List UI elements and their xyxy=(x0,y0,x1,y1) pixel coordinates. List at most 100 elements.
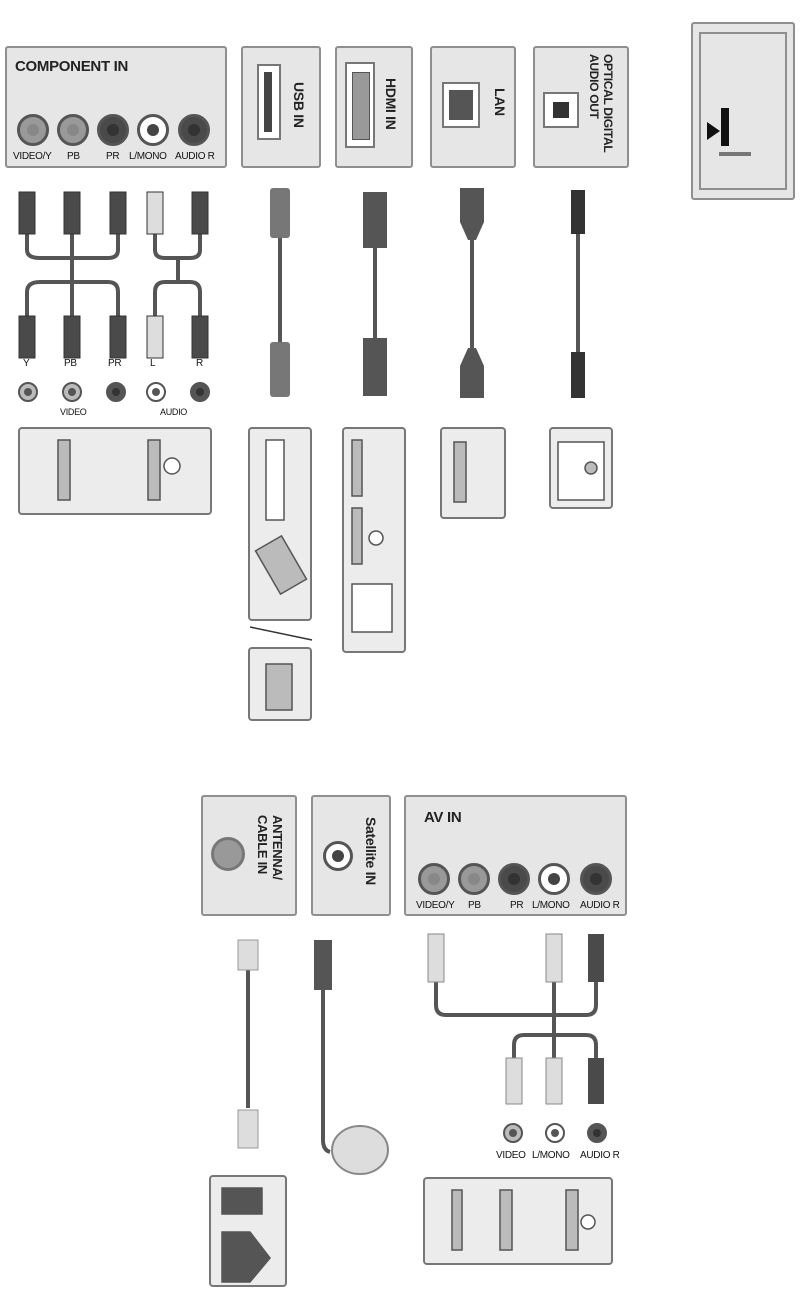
hdmi-pc-icon xyxy=(351,583,393,633)
av-pb-jack xyxy=(458,863,490,895)
component-dvd-icon xyxy=(57,439,71,501)
av-device-jack-l-mono xyxy=(545,1123,565,1143)
component-plug-label-pr: PR xyxy=(108,358,122,369)
usb-card-icon xyxy=(254,534,308,596)
component-plug-top-r xyxy=(191,191,209,235)
av-plug-bottom-l xyxy=(545,1057,563,1105)
antenna-plug-bottom xyxy=(237,1109,259,1149)
av-device-jack-video xyxy=(503,1123,523,1143)
component-audio-group-label: AUDIO xyxy=(160,407,188,417)
usb-plug-top xyxy=(270,188,290,238)
usb-plug-bottom xyxy=(270,342,290,397)
av-plug-bottom-video xyxy=(505,1057,523,1105)
hdmi-plug-bottom xyxy=(363,338,387,396)
av-in-panel: AV IN VIDEO/Y PB PR L/MONO AUDIO R xyxy=(404,795,627,916)
arrow-indicator-icon xyxy=(707,122,720,140)
component-device-jack-r xyxy=(190,382,210,402)
inset-underline-icon xyxy=(719,152,751,156)
usb-separator-line xyxy=(249,626,313,641)
component-cable-wire xyxy=(25,232,120,320)
hdmi-plug-top xyxy=(363,192,387,248)
av-audio-r-jack xyxy=(580,863,612,895)
av-device-jack-audio-r xyxy=(587,1123,607,1143)
optical-port-icon xyxy=(543,92,579,128)
av-disc-icon xyxy=(580,1214,596,1230)
av-pr-jack xyxy=(498,863,530,895)
hdmi-port-icon xyxy=(345,62,375,148)
av-video-y-jack xyxy=(418,863,450,895)
hdmi-in-title: HDMI IN xyxy=(383,78,399,130)
av-plug-bottom-r xyxy=(588,1058,604,1104)
component-device-jack-pb xyxy=(62,382,82,402)
satellite-panel: Satellite IN xyxy=(311,795,391,916)
av-jack-label-audio-r: AUDIO R xyxy=(580,900,620,911)
component-in-title: COMPONENT IN xyxy=(15,58,129,75)
av-player-icon xyxy=(565,1189,579,1251)
usb-port-icon xyxy=(257,64,281,140)
optical-amp-icon xyxy=(557,441,605,501)
av-jack-label-pb: PB xyxy=(468,900,481,911)
component-video-y-jack xyxy=(17,114,49,146)
optical-panel: OPTICAL DIGITAL AUDIO OUT xyxy=(533,46,629,168)
av-cable-wire xyxy=(434,980,598,1072)
component-device-jack-l xyxy=(146,382,166,402)
component-plug-top-pr xyxy=(109,191,127,235)
optical-plug-top xyxy=(571,190,585,234)
component-jack-label-pb: PB xyxy=(67,151,80,162)
usb-stick-icon xyxy=(265,663,293,711)
av-jack-label-pr: PR xyxy=(510,900,524,911)
antenna-title-line2: CABLE IN xyxy=(255,815,270,874)
av-jack-label-l-mono: L/MONO xyxy=(532,900,570,911)
component-audio-r-jack xyxy=(178,114,210,146)
av-plug-label-audio-r: AUDIO R xyxy=(580,1150,620,1161)
hdmi-player-icon xyxy=(351,507,363,565)
component-pb-jack xyxy=(57,114,89,146)
antenna-title-line1: ANTENNA/ xyxy=(270,815,285,880)
component-plug-top-pb xyxy=(63,191,81,235)
hdmi-in-panel: HDMI IN xyxy=(335,46,413,168)
hdmi-settop-icon xyxy=(351,439,363,497)
optical-plug-bottom xyxy=(571,352,585,398)
antenna-jack xyxy=(211,837,245,871)
component-in-panel: COMPONENT IN VIDEO/Y PB PR L/MONO AUDIO … xyxy=(5,46,227,168)
component-audio-cable-wire xyxy=(153,232,202,320)
component-device-box xyxy=(18,427,212,515)
av-in-title: AV IN xyxy=(424,809,462,826)
component-plug-label-pb: PB xyxy=(64,358,77,369)
satellite-dish-icon xyxy=(331,1125,389,1175)
component-disc-icon xyxy=(163,457,181,475)
optical-title-line2: AUDIO OUT xyxy=(587,54,601,119)
component-video-group-label: VIDEO xyxy=(60,407,87,417)
av-plug-top-video xyxy=(427,933,445,983)
av-jack-label-video-y: VIDEO/Y xyxy=(416,900,455,911)
optical-title: OPTICAL DIGITAL AUDIO OUT xyxy=(587,54,615,166)
antenna-panel: ANTENNA/ CABLE IN xyxy=(201,795,297,916)
satellite-title: Satellite IN xyxy=(363,817,379,885)
inset-port-icon xyxy=(721,108,729,146)
component-plug-bottom-pb xyxy=(63,315,81,359)
component-plug-label-r: R xyxy=(196,358,203,369)
usb-in-panel: USB IN xyxy=(241,46,321,168)
inset-indicator-panel xyxy=(691,22,795,200)
lan-device-box xyxy=(440,427,506,519)
antenna-title: ANTENNA/ CABLE IN xyxy=(255,815,285,914)
optical-title-line1: OPTICAL DIGITAL xyxy=(601,54,615,153)
component-plug-top-l xyxy=(146,191,164,235)
component-jack-label-audio-r: AUDIO R xyxy=(175,151,215,162)
hdmi-disc-icon xyxy=(368,530,384,546)
component-plug-label-l: L xyxy=(150,358,156,369)
av-camcorder-icon xyxy=(499,1189,513,1251)
component-device-jack-y xyxy=(18,382,38,402)
av-plug-label-video: VIDEO xyxy=(496,1150,526,1161)
usb-in-title: USB IN xyxy=(291,82,307,128)
component-plug-bottom-pr xyxy=(109,315,127,359)
component-pr-jack xyxy=(97,114,129,146)
satellite-cable-wire xyxy=(321,990,331,1154)
av-l-mono-jack xyxy=(538,863,570,895)
lan-panel: LAN xyxy=(430,46,516,168)
usb-hdd-icon xyxy=(265,439,285,521)
component-jack-label-pr: PR xyxy=(106,151,120,162)
lan-title: LAN xyxy=(492,88,508,116)
optical-knob-icon xyxy=(584,461,598,475)
